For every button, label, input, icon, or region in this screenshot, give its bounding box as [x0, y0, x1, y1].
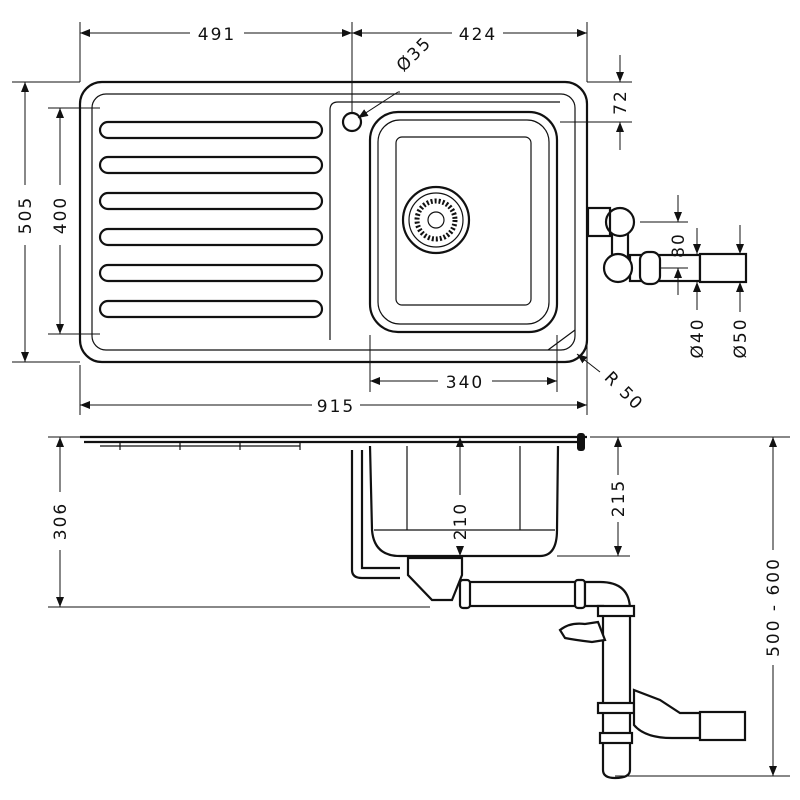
dim-505: 505 — [16, 196, 36, 234]
drain-body — [406, 556, 464, 602]
dim-215: 215 — [609, 479, 629, 517]
drainboard-grooves — [98, 120, 324, 319]
dim-491: 491 — [198, 25, 236, 45]
dim-radius: R 50 — [600, 368, 647, 415]
trap-top-view — [586, 206, 748, 286]
tap-hole — [341, 111, 363, 133]
sink-top-view — [78, 80, 748, 364]
dim-tap-hole: Ø35 — [393, 33, 436, 76]
bowl-outline — [368, 110, 559, 334]
bowl-profile — [368, 445, 560, 558]
dim-424: 424 — [459, 25, 497, 45]
dim-80: 80 — [669, 232, 689, 258]
dim-install-height: 500 - 600 — [764, 557, 784, 657]
dimension-labels-side: 306 210 215 500 - 600 — [51, 479, 784, 657]
dimension-lines-side — [48, 436, 790, 777]
dim-210: 210 — [451, 502, 471, 540]
dim-pipe-50: Ø50 — [731, 317, 751, 358]
drainboard-edge — [329, 101, 576, 351]
sink-top-rim — [80, 435, 587, 444]
sink-rim — [91, 93, 576, 351]
dim-72: 72 — [611, 89, 631, 115]
drain-pipe — [460, 580, 582, 608]
dim-pipe-40: Ø40 — [688, 317, 708, 358]
dimension-labels-top: 491 424 Ø35 72 505 400 80 Ø40 Ø50 340 R … — [16, 25, 751, 417]
dim-340: 340 — [446, 373, 484, 393]
outlet-branch — [632, 688, 702, 740]
dimension-lines-top — [12, 22, 744, 415]
dim-400: 400 — [51, 196, 71, 234]
dim-915: 915 — [317, 397, 355, 417]
bowl-bottom — [395, 136, 532, 306]
appliance-connector — [558, 620, 607, 644]
drain-strainer — [401, 185, 471, 255]
outlet-connector — [698, 710, 747, 742]
sink-side-view — [80, 433, 747, 780]
overflow-pipe — [350, 450, 400, 580]
sink-outline — [78, 80, 589, 364]
dim-306: 306 — [51, 502, 71, 540]
